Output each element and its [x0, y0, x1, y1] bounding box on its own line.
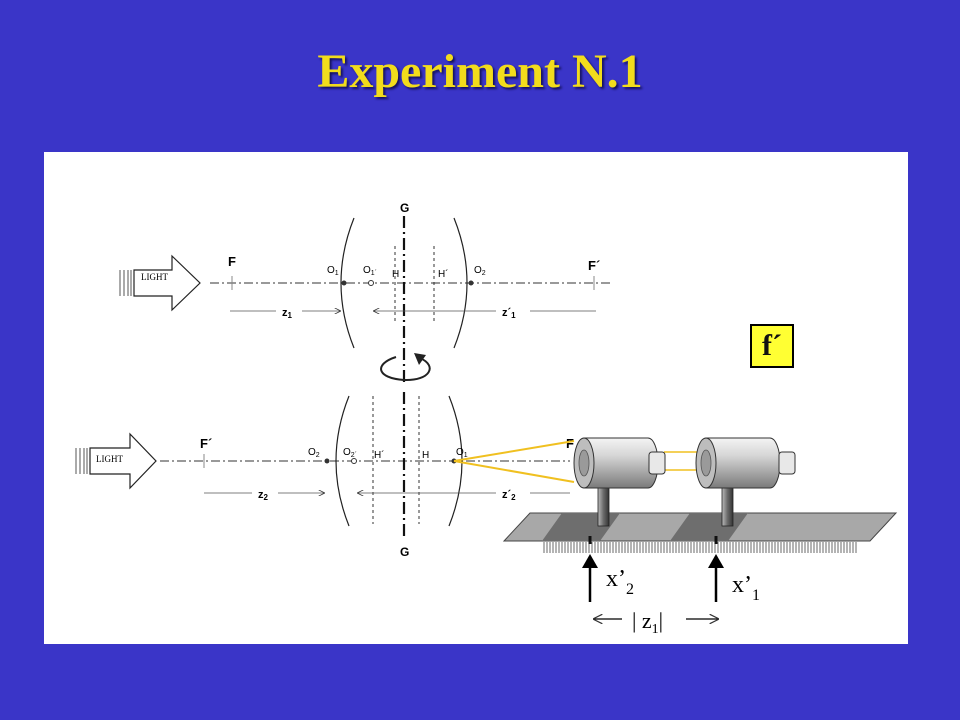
x1-label: x’1 — [732, 572, 760, 604]
top-f-label: F — [228, 254, 236, 269]
top-light-label: LIGHT — [141, 272, 168, 282]
rotation-arrow-icon — [380, 353, 431, 382]
bottom-o2-label: O2 — [308, 447, 320, 459]
top-setup: LIGHT G F F´ O1 O1´ H H´ O2 z1 — [119, 201, 612, 384]
top-h-prime-label: H´ — [438, 268, 449, 280]
top-o2-point — [468, 280, 474, 286]
bottom-o1-label: O1 — [456, 447, 468, 459]
beam-lower — [453, 460, 575, 483]
bottom-h-label: H — [422, 450, 429, 461]
top-fprime-label: F´ — [588, 258, 600, 273]
top-o1-prime-point — [368, 280, 374, 286]
top-zp1-label: z´1 — [502, 307, 516, 320]
top-o1-label: O1 — [327, 265, 339, 277]
beam-upper — [453, 440, 575, 462]
top-o2-label: O2 — [474, 265, 486, 277]
top-o1-point — [341, 280, 347, 286]
top-z1-label: z1 — [282, 307, 293, 320]
bottom-light-label: LIGHT — [96, 454, 123, 464]
bottom-fprime-label: F´ — [200, 436, 212, 451]
bottom-h-prime-label: H´ — [374, 449, 385, 461]
top-o1-prime-label: O1´ — [363, 265, 377, 277]
bottom-thick-lens — [335, 395, 463, 527]
bench-scale — [543, 542, 857, 553]
x2-label: x’2 — [606, 566, 634, 598]
bottom-g-label: G — [400, 545, 409, 559]
optical-bench-diagram: LIGHT G F F´ O1 O1´ H H´ O2 z1 — [75, 201, 898, 637]
bottom-z2-label: z2 — [258, 489, 269, 502]
z1-distance-label: | z1| — [632, 608, 663, 637]
bottom-o2-prime-point — [351, 458, 357, 464]
bottom-light-arrow: LIGHT — [75, 432, 157, 490]
diagram-panel: LIGHT G F F´ O1 O1´ H H´ O2 z1 — [44, 152, 908, 644]
bottom-f-label: F — [566, 436, 574, 451]
optical-bench: x’2 x’1 | z1| — [453, 437, 898, 637]
top-thick-lens — [340, 217, 468, 349]
lens-carrier-left — [573, 437, 666, 544]
bottom-o2-point — [324, 458, 330, 464]
top-light-arrow: LIGHT — [119, 254, 201, 312]
f-prime-badge: f´ — [750, 324, 794, 368]
bottom-o2-prime-label: O2´ — [343, 447, 357, 459]
slide-title: Experiment N.1 — [317, 45, 643, 98]
top-h-label: H — [392, 269, 399, 280]
bottom-zp2-label: z´2 — [502, 489, 516, 502]
top-g-label: G — [400, 201, 409, 215]
bottom-setup: LIGHT G F´ F O2 O2´ H´ H O1 z2 z´2 — [75, 392, 574, 559]
lens-carrier-right — [695, 437, 796, 544]
